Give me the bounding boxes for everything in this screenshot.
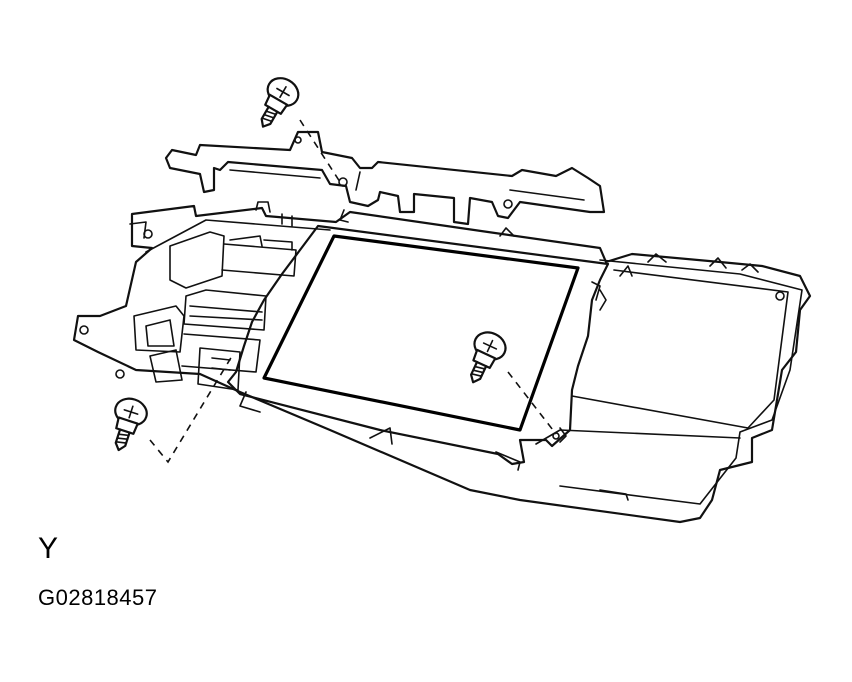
housing <box>72 201 812 524</box>
alignment-lines <box>149 119 557 464</box>
screw-icon <box>114 397 148 452</box>
screw-icon <box>469 331 507 384</box>
figure-code: G02818457 <box>38 585 158 610</box>
screw-icon <box>260 77 300 128</box>
upper-bracket <box>164 130 606 226</box>
display-panel <box>226 224 610 466</box>
view-label: Y <box>38 532 59 565</box>
